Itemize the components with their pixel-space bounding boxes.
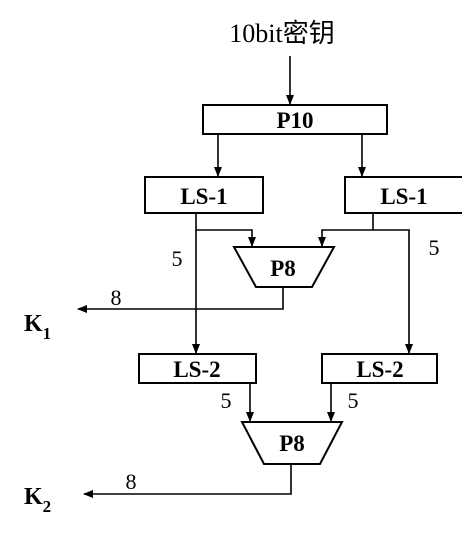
ls2-right-label: LS-2	[356, 357, 403, 382]
ls1-right-block: LS-1	[344, 176, 462, 214]
width-label-ls1-left: 5	[172, 246, 183, 271]
arrow-ls1-left-to-p8-top	[195, 213, 256, 247]
width-label-k1: 8	[111, 285, 122, 310]
ls2-left-block: LS-2	[138, 353, 257, 384]
ls1-right-label: LS-1	[380, 184, 427, 209]
ls1-left-block: LS-1	[144, 176, 264, 214]
input-key-label: 10bit密钥	[229, 19, 334, 48]
p8-bottom-block: P8	[240, 421, 344, 465]
ls2-right-block: LS-2	[321, 353, 438, 384]
k2-output-label: K2	[24, 484, 51, 516]
width-label-k2: 8	[126, 469, 137, 494]
p8-top-block: P8	[232, 246, 336, 288]
width-label-ls2-left: 5	[221, 388, 232, 413]
arrow-ls1-right-to-p8-top	[318, 213, 374, 247]
p10-label: P10	[276, 108, 313, 133]
p8-bottom-label: P8	[279, 431, 305, 456]
width-label-ls1-right: 5	[429, 235, 440, 260]
p8-top-label: P8	[270, 256, 296, 281]
width-label-ls2-right: 5	[348, 388, 359, 413]
arrow-p8-bottom-to-k2	[83, 464, 292, 498]
ls2-left-label: LS-2	[173, 357, 220, 382]
k1-output-label: K1	[24, 311, 51, 343]
arrow-p8-top-to-k1	[77, 287, 284, 313]
ls1-left-label: LS-1	[180, 184, 227, 209]
p10-block: P10	[202, 104, 388, 135]
arrow-ls1-right-to-ls2-right	[373, 229, 413, 354]
